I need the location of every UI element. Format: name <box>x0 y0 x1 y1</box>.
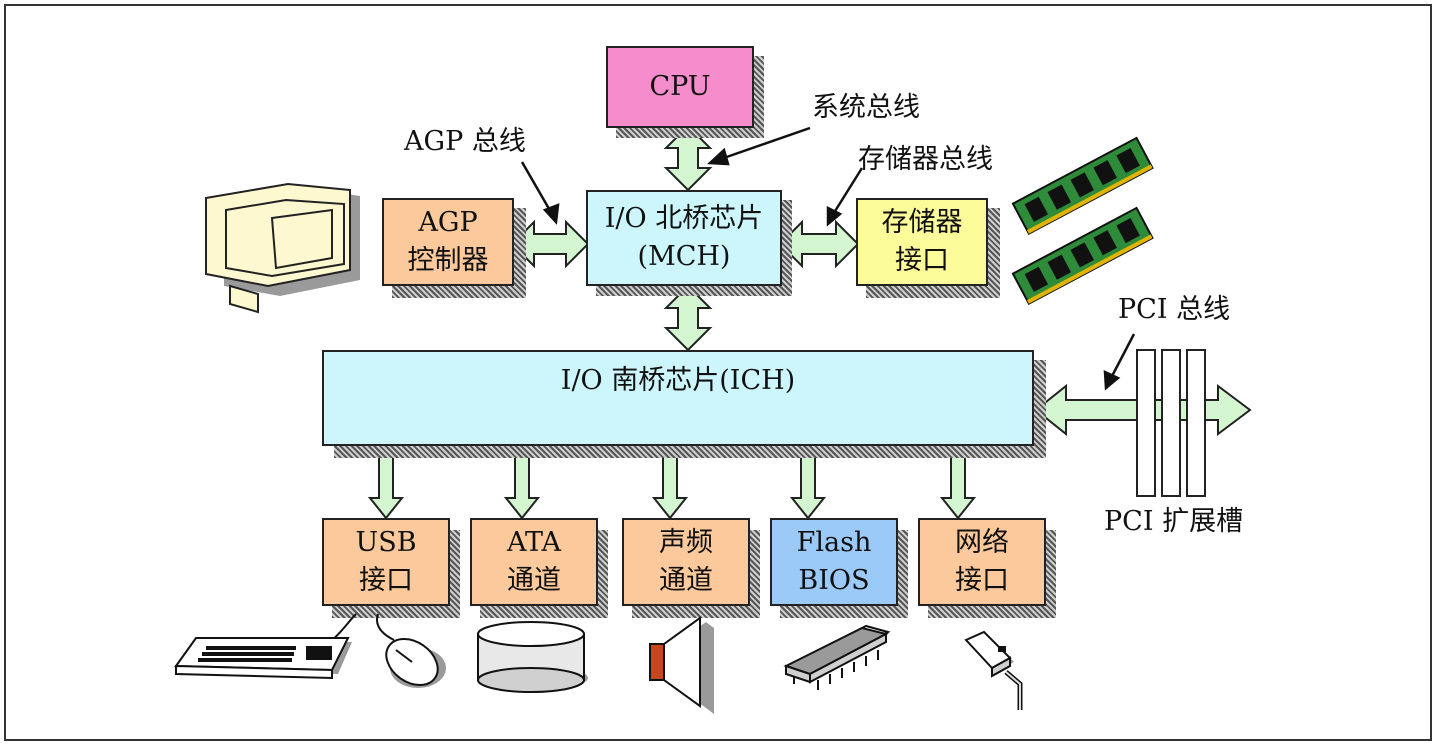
system-bus-label: 系统总线 <box>812 92 920 123</box>
cpu-box: CPU <box>606 46 754 128</box>
network-connector-icon <box>964 630 1023 710</box>
mch-label-line1: I/O 北桥芯片 <box>604 203 764 234</box>
memory-module-icon <box>1011 136 1154 306</box>
usb-label-line2: 接口 <box>359 565 413 596</box>
memory-label-line2: 接口 <box>895 245 949 276</box>
disk-icon <box>477 621 588 693</box>
chip-icon <box>783 624 891 690</box>
agp-label-line2: 控制器 <box>407 245 489 276</box>
mouse-icon <box>376 613 446 688</box>
network-label-line1: 网络 <box>955 527 1009 558</box>
ata-label-line2: 通道 <box>507 565 561 596</box>
keyboard-icon <box>174 613 357 680</box>
audio-label-line2: 通道 <box>659 565 713 596</box>
audio-channel-box: 声频 通道 <box>622 518 750 606</box>
agp-bus-label: AGP 总线 <box>404 126 526 157</box>
agp-controller-box: AGP 控制器 <box>382 198 514 286</box>
memory-interface-box: 存储器 接口 <box>856 198 988 286</box>
flash-label-line1: Flash <box>796 527 872 558</box>
ata-channel-box: ATA 通道 <box>470 518 598 606</box>
monitor-icon <box>205 182 360 314</box>
cpu-label: CPU <box>649 71 711 102</box>
pci-slots-label: PCI 扩展槽 <box>1104 506 1244 537</box>
mch-box: I/O 北桥芯片 (MCH) <box>586 190 782 286</box>
flash-bios-box: Flash BIOS <box>770 518 898 606</box>
ich-label: I/O 南桥芯片(ICH) <box>560 365 796 396</box>
usb-label-line1: USB <box>355 527 417 558</box>
pci-slots <box>1136 349 1206 497</box>
network-interface-box: 网络 接口 <box>918 518 1046 606</box>
network-label-line2: 接口 <box>955 565 1009 596</box>
pci-bus-label: PCI 总线 <box>1118 294 1231 325</box>
speaker-icon <box>649 616 714 714</box>
memory-bus-label: 存储器总线 <box>858 144 993 175</box>
ata-label-line1: ATA <box>506 527 562 558</box>
flash-label-line2: BIOS <box>798 565 870 596</box>
audio-label-line1: 声频 <box>659 527 713 558</box>
agp-label-line1: AGP <box>418 207 478 238</box>
memory-label-line1: 存储器 <box>881 207 963 238</box>
diagram-frame <box>4 4 1432 741</box>
mch-label-line2: (MCH) <box>637 241 731 272</box>
usb-interface-box: USB 接口 <box>322 518 450 606</box>
ich-box: I/O 南桥芯片(ICH) <box>322 350 1034 446</box>
